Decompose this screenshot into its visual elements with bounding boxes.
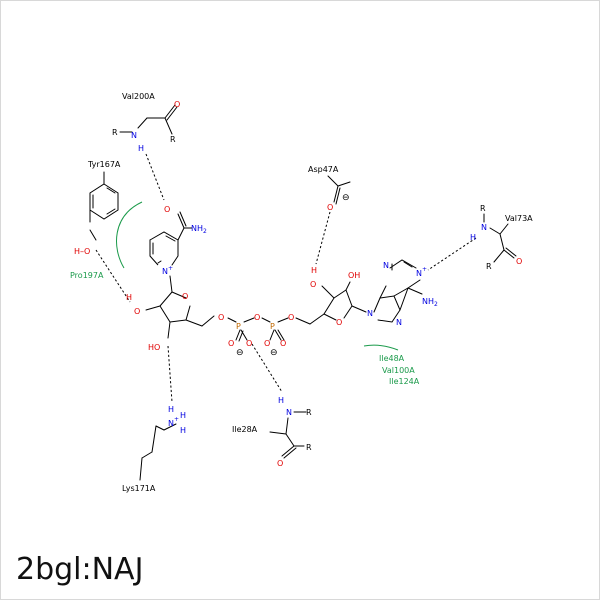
atom-nh2-adenine: NH: [422, 297, 434, 306]
hbond-val73: [427, 237, 477, 271]
atom-h-ile28: H: [278, 396, 284, 405]
complex-title: 2bgl:NAJ: [16, 552, 144, 587]
hbond-tyr167-ribose: [95, 249, 131, 303]
atom-r-ile28-n: R: [306, 408, 312, 417]
label-val200: Val200A: [122, 92, 155, 101]
atom-r-val73-c: R: [486, 262, 492, 271]
atom-o-p2-a: O: [264, 339, 270, 348]
hydrophobic-arc-pro197: [116, 201, 143, 269]
hydrophobic-arc-ile48: [363, 344, 399, 351]
atom-nh2-amide-sub: 2: [203, 228, 207, 235]
atom-n3-adenine: N: [383, 261, 389, 270]
atom-r-ile28-c: R: [306, 443, 312, 452]
atom-charge-p1: ⊖: [236, 348, 244, 358]
hbond-val200-o: [145, 153, 165, 201]
hydrogen-bonds: [95, 153, 477, 403]
atom-charge-asp47: ⊖: [342, 193, 350, 203]
label-val100: Val100A: [382, 366, 415, 375]
label-ile124: Ile124A: [389, 377, 420, 386]
atom-nh2-adenine-sub: 2: [434, 301, 438, 308]
atom-h-lys171-a: H: [168, 405, 174, 414]
atom-o-asp47: O: [327, 203, 333, 212]
label-ile48: Ile48A: [379, 354, 405, 363]
atom-o-ribose1-ring: O: [182, 292, 188, 301]
atom-o-ribose1-2: O: [134, 307, 140, 316]
hbond-lys171: [167, 345, 173, 403]
atom-r-val200-n: R: [112, 128, 118, 137]
atom-h-ribose2-3: H: [311, 266, 317, 275]
atom-o-val73: O: [516, 257, 522, 266]
label-tyr167: Tyr167A: [87, 160, 121, 169]
label-lys171: Lys171A: [122, 484, 156, 493]
atom-charge-n1: +: [422, 266, 427, 273]
atom-h-ribose1-2: H: [126, 293, 132, 302]
atom-o-ribose2-ring: O: [336, 318, 342, 327]
atom-h-val73: H: [470, 233, 476, 242]
atom-n-val73: N: [481, 223, 487, 232]
atom-o-val200: O: [174, 100, 180, 109]
atom-ho-tyr167: H–O: [74, 247, 90, 256]
atom-n-pyridinium: N: [162, 267, 168, 276]
atom-p1: P: [236, 322, 241, 331]
label-ile28: Ile28A: [232, 425, 258, 434]
atom-o-ile28: O: [277, 459, 283, 468]
atom-nh2-amide: NH: [191, 224, 203, 233]
atom-oh-ribose2-2: OH: [348, 271, 360, 280]
atom-r-val73-n: R: [480, 204, 486, 213]
atom-charge-p2: ⊖: [270, 348, 278, 358]
label-asp47: Asp47A: [308, 165, 339, 174]
atom-labels: R N H O R H–O O NH 2 N + O O H HO O P O …: [74, 100, 522, 468]
atom-o-p2-5: O: [288, 313, 294, 322]
atom-ho-ribose1-3: HO: [148, 343, 160, 352]
atom-n9-adenine: N: [367, 309, 373, 318]
atom-h-lys171-c: H: [180, 426, 186, 435]
atom-charge-pyridinium: +: [168, 265, 173, 272]
hbond-ile28-phosphate: [251, 343, 283, 393]
atom-charge-lys171: +: [174, 416, 179, 423]
label-val73: Val73A: [505, 214, 533, 223]
atom-h-lys171-b: H: [180, 411, 186, 420]
atom-n7-adenine: N: [396, 318, 402, 327]
atom-n-val200: N: [131, 131, 137, 140]
hydrophobic-contacts: [116, 201, 399, 351]
atom-p2: P: [270, 322, 275, 331]
atom-o-p1-a: O: [228, 339, 234, 348]
atom-o-ribose1-5: O: [218, 313, 224, 322]
atom-r-val200-c: R: [170, 135, 176, 144]
residue-labels: Val200A Tyr167A Pro197A Asp47A Val73A Il…: [70, 92, 533, 493]
hbond-asp47: [315, 211, 331, 265]
atom-o-p2-b: O: [280, 339, 286, 348]
atom-o-bridge: O: [254, 313, 260, 322]
atom-o-p1-b: O: [246, 339, 252, 348]
atom-o-amide: O: [164, 205, 170, 214]
bond-skeleton: [89, 104, 517, 481]
label-pro197: Pro197A: [70, 271, 104, 280]
atom-n-lys171: N: [168, 419, 174, 428]
atom-n-ile28: N: [286, 408, 292, 417]
atom-n1-adenine: N: [416, 269, 422, 278]
atom-o-ribose2-3: O: [310, 280, 316, 289]
atom-h-val200: H: [138, 144, 144, 153]
